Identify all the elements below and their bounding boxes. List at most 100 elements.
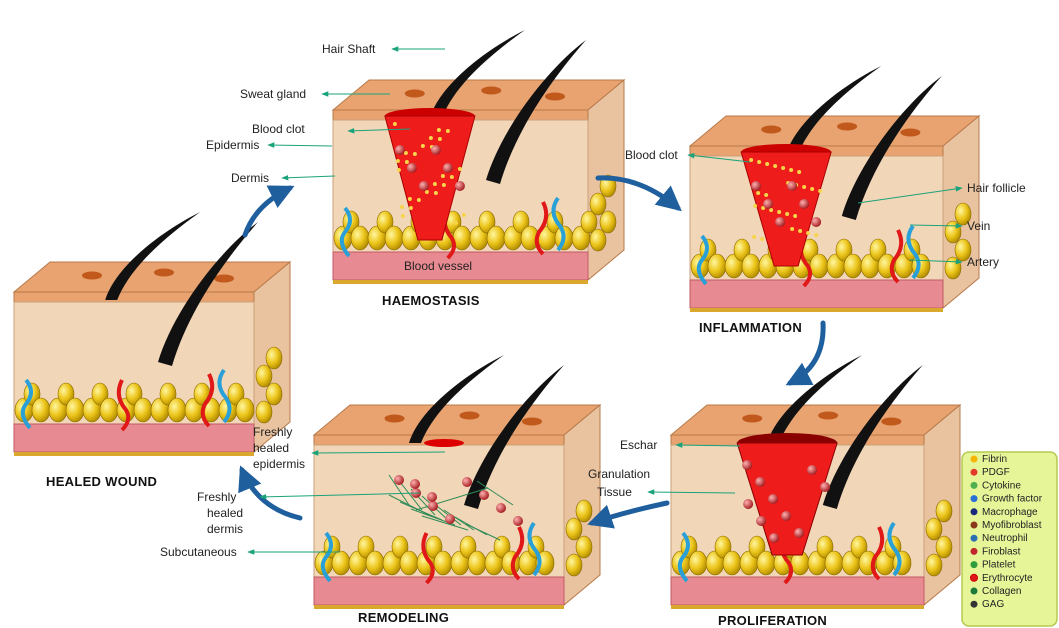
label-eschar: Eschar xyxy=(620,438,657,452)
skin-top-surface xyxy=(314,405,600,435)
platelet-dot xyxy=(760,237,764,241)
title-haemostasis: HAEMOSTASIS xyxy=(382,293,480,308)
fat-cell xyxy=(566,518,582,540)
fat-cell xyxy=(434,551,452,575)
platelet-dot xyxy=(397,168,401,172)
erythrocyte xyxy=(769,533,779,543)
fat-cell xyxy=(168,398,186,422)
arrow-proliferation-to-remodeling xyxy=(592,503,667,523)
erythrocyte xyxy=(751,181,761,191)
hypodermis-layer xyxy=(690,280,943,308)
legend-swatch xyxy=(971,561,978,568)
label-freshly-der: Freshly xyxy=(197,490,236,504)
fat-cell xyxy=(100,398,118,422)
sweat-pore xyxy=(900,129,920,137)
legend-label: GAG xyxy=(982,599,1004,610)
erythrocyte xyxy=(775,217,785,227)
fat-cell xyxy=(351,226,369,250)
legend-swatch xyxy=(971,469,978,476)
fat-cell xyxy=(926,554,942,576)
erythrocyte xyxy=(431,145,441,155)
fat-cell xyxy=(825,551,843,575)
legend-label: Cytokine xyxy=(982,480,1021,491)
platelet-dot xyxy=(802,185,806,189)
erythrocyte xyxy=(479,490,489,500)
fat-cell xyxy=(590,193,606,215)
legend-label: Growth factor xyxy=(982,494,1043,505)
legend-swatch xyxy=(971,535,978,542)
label-vein: Vein xyxy=(967,219,990,233)
sweat-pore xyxy=(881,418,901,426)
platelet-dot xyxy=(790,227,794,231)
platelet-dot xyxy=(413,152,417,156)
label-epidermis: Epidermis xyxy=(206,138,259,152)
skin-top-surface xyxy=(333,80,624,110)
skin-blocks xyxy=(14,30,979,609)
fat-cell xyxy=(66,398,84,422)
label-healed-epi: healed xyxy=(253,441,289,455)
label-artery: Artery xyxy=(967,255,999,269)
base-layer xyxy=(333,280,588,284)
legend-label: Erythrocyte xyxy=(982,573,1033,584)
platelet-dot xyxy=(409,206,413,210)
title-remodeling: REMODELING xyxy=(358,610,449,625)
sweat-pore xyxy=(837,123,857,131)
skin-block-healed xyxy=(14,212,290,456)
erythrocyte xyxy=(455,181,465,191)
legend-swatch xyxy=(971,601,978,608)
erythrocyte xyxy=(513,516,523,526)
label-blood-vessel: Blood vessel xyxy=(404,259,472,273)
platelet-dot xyxy=(438,137,442,141)
label-tissue: Tissue xyxy=(597,485,632,499)
legend-item: Growth factor xyxy=(971,494,1043,505)
fat-cell xyxy=(576,536,592,558)
fat-cell xyxy=(576,500,592,522)
platelet-dot xyxy=(757,160,761,164)
legend-label: Macrophage xyxy=(982,507,1038,518)
label-blood-clot: Blood clot xyxy=(252,122,305,136)
platelet-dot xyxy=(773,164,777,168)
erythrocyte xyxy=(742,460,752,470)
legend-swatch xyxy=(971,495,978,502)
fat-cell xyxy=(134,398,152,422)
fat-cell xyxy=(256,401,272,423)
erythrocyte xyxy=(763,199,773,209)
epidermis-layer xyxy=(14,292,254,302)
platelet-dot xyxy=(446,129,450,133)
skin-top-surface xyxy=(14,262,290,292)
title-inflammation: INFLAMMATION xyxy=(699,320,802,335)
fat-cell xyxy=(400,551,418,575)
platelet-dot xyxy=(408,197,412,201)
base-layer xyxy=(314,605,564,609)
legend-label: Collagen xyxy=(982,586,1021,597)
legend-swatch xyxy=(971,508,978,515)
fat-cell xyxy=(266,383,282,405)
legend-label: Platelet xyxy=(982,560,1016,571)
platelet-dot xyxy=(749,158,753,162)
erythrocyte xyxy=(394,475,404,485)
sweat-pore xyxy=(761,126,781,134)
label-hair-shaft: Hair Shaft xyxy=(322,42,376,56)
platelet-dot xyxy=(405,160,409,164)
platelet-dot xyxy=(752,235,756,239)
sweat-pore xyxy=(460,412,480,420)
sweat-pore xyxy=(818,412,838,420)
fat-cell xyxy=(385,226,403,250)
skin-block-inflammation xyxy=(690,66,979,312)
platelet-dot xyxy=(454,221,458,225)
fat-cell xyxy=(926,518,942,540)
erythrocyte xyxy=(768,494,778,504)
legend-swatch xyxy=(971,548,978,555)
label-freshly-epi: Freshly xyxy=(253,425,292,439)
platelet-dot xyxy=(764,193,768,197)
platelet-dot xyxy=(434,191,438,195)
platelet-dot xyxy=(429,136,433,140)
label-granulation: Granulation xyxy=(588,467,650,481)
platelet-dot xyxy=(818,189,822,193)
legend-swatch xyxy=(971,574,978,581)
fat-cell xyxy=(689,551,707,575)
platelet-dot xyxy=(765,162,769,166)
platelet-dot xyxy=(753,204,757,208)
legend-label: PDGF xyxy=(982,467,1010,478)
